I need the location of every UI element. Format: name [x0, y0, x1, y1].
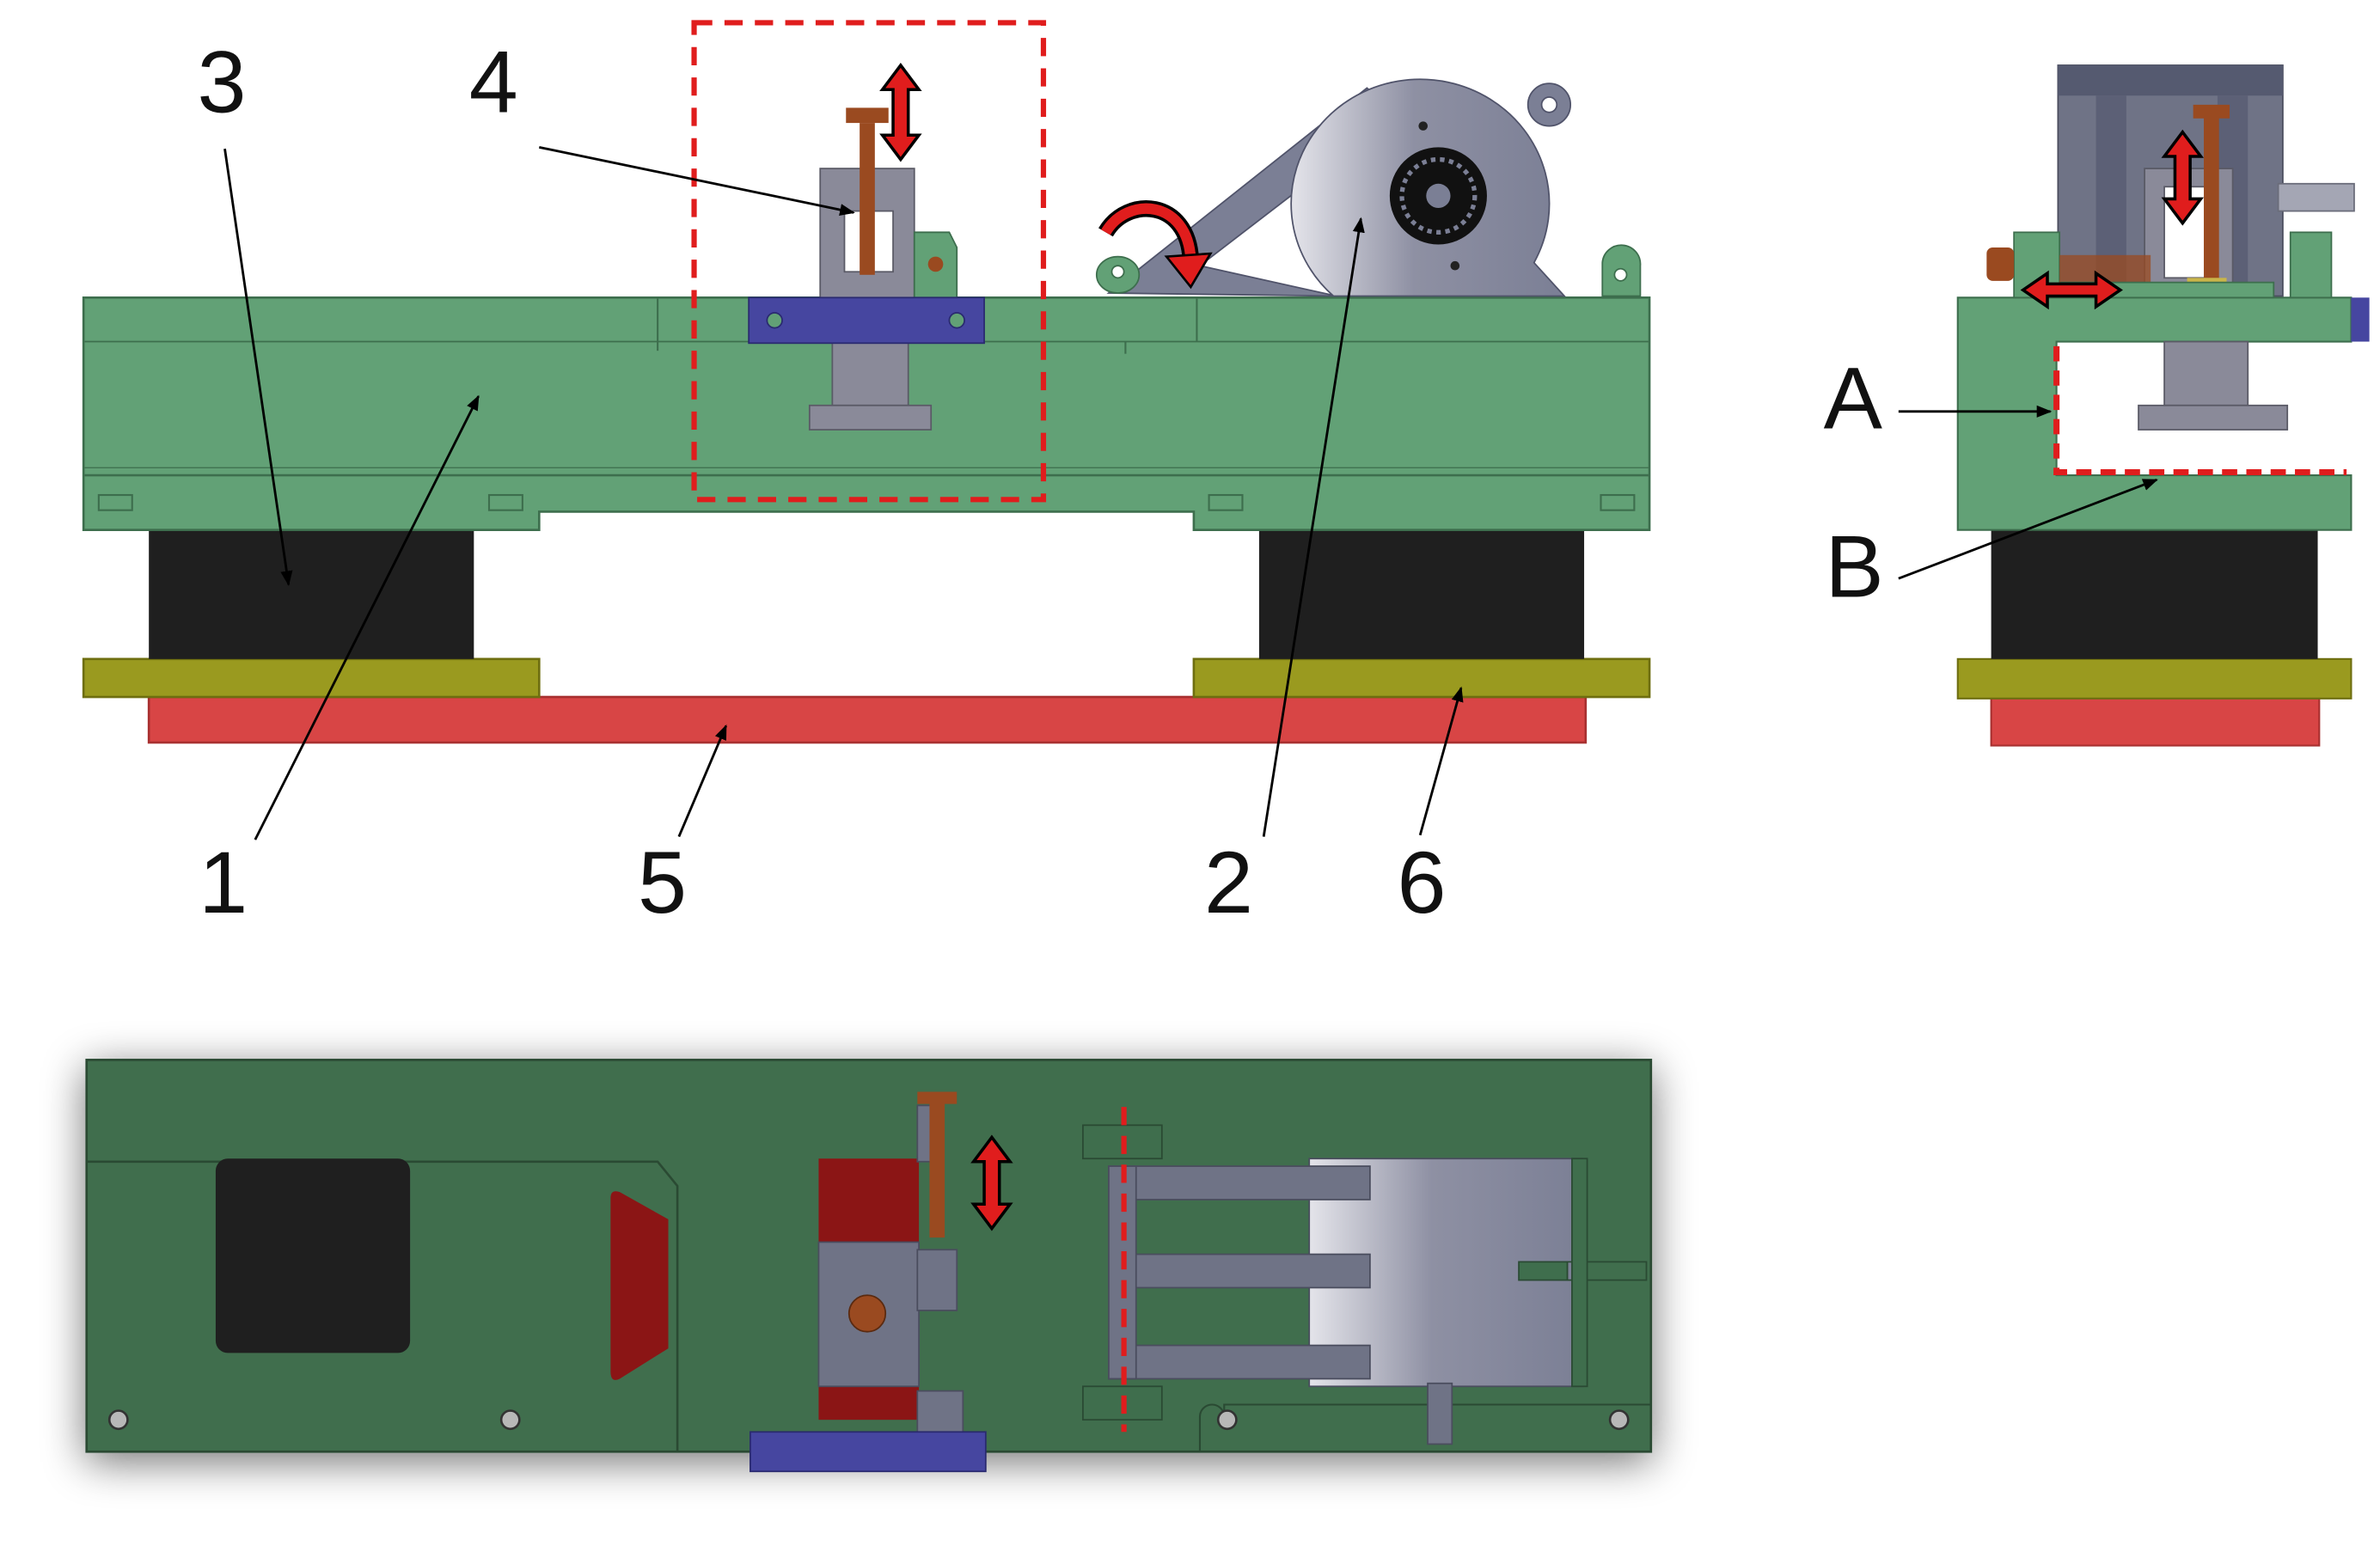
top-clamp: [749, 1091, 987, 1473]
end-base-plate: [1990, 695, 2321, 747]
frame-slots: [97, 297, 1636, 511]
label-6: 6: [1397, 833, 1446, 932]
label-1: 1: [199, 833, 248, 932]
rotation-arrow: [1098, 200, 1213, 290]
label-B: B: [1825, 516, 1883, 615]
label-2: 2: [1204, 833, 1253, 932]
label-5: 5: [638, 833, 687, 932]
end-damper: [1991, 529, 2318, 659]
base-plate-5: [147, 695, 1588, 744]
highlight-box: [691, 20, 1047, 503]
olive-plate-left: [82, 657, 541, 699]
top-vertical-arrow: [970, 1134, 1013, 1231]
clamp-blue-bar: [748, 296, 985, 345]
side-view: 3 4 1 5 2 6: [82, 20, 1651, 932]
top-view: [85, 1059, 1653, 1473]
end-olive-plate: [1956, 657, 2352, 700]
top-red-pad: [610, 1191, 669, 1380]
label-4: 4: [469, 33, 518, 131]
end-view: A B: [1824, 64, 2370, 747]
olive-plate-right-6: [1192, 657, 1651, 699]
damper-right: [1258, 529, 1585, 659]
label-3: 3: [197, 33, 246, 131]
end-horizontal-arrow: [2020, 270, 2123, 310]
end-highlight-outline: [2053, 345, 2347, 476]
end-leader-lines: [1898, 405, 2158, 580]
top-blue-bar: [749, 1431, 987, 1473]
vertical-motion-arrow: [879, 62, 922, 162]
damper-left-3: [149, 529, 474, 659]
top-motor: [1082, 1124, 1648, 1445]
top-damper: [215, 1158, 411, 1353]
clamp-assembly-4: [748, 107, 985, 431]
end-vertical-arrow: [2161, 129, 2205, 226]
top-screw-holes: [107, 1409, 1630, 1431]
label-A: A: [1824, 348, 1883, 447]
leader-lines: [223, 145, 1464, 840]
